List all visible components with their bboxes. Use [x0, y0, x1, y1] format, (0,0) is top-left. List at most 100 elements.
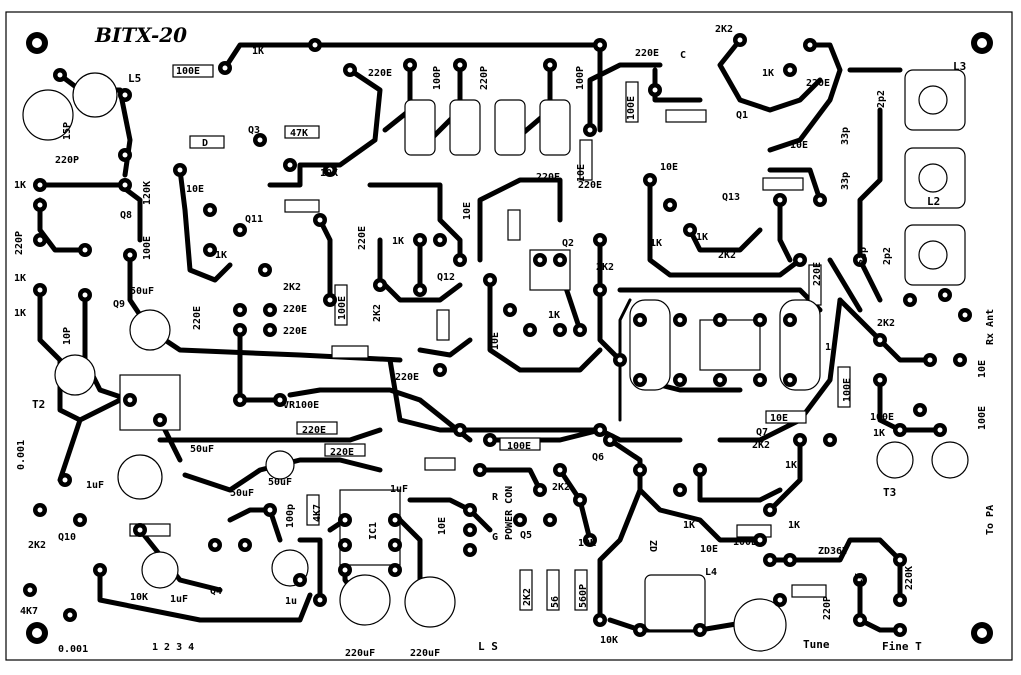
- pad-hole: [137, 527, 143, 533]
- pad-hole: [897, 597, 903, 603]
- pad-hole: [807, 42, 813, 48]
- label-q1: Q1: [736, 110, 748, 121]
- pad-hole: [597, 617, 603, 623]
- label-r10e-g: 10E: [790, 140, 808, 151]
- pad-hole: [757, 377, 763, 383]
- label-c50uf-c: 50uF: [230, 488, 254, 499]
- pad-hole: [477, 467, 483, 473]
- label-r2k2-e: 2K2: [552, 482, 570, 493]
- pad-hole: [122, 92, 128, 98]
- label-r220k: 220K: [904, 566, 915, 590]
- pad-hole: [777, 597, 783, 603]
- label-r220e-j: 220E: [812, 262, 823, 286]
- pad-hole: [957, 357, 963, 363]
- label-c220p-c: 220P: [14, 231, 25, 255]
- pad-hole: [777, 197, 783, 203]
- label-c2p2-b: 2p2: [882, 247, 893, 265]
- label-c-top: C: [680, 50, 686, 61]
- label-r100e-b: 100E: [142, 236, 153, 260]
- pad-hole: [917, 407, 923, 413]
- pad-hole: [537, 487, 543, 493]
- label-ic1: IC1: [368, 522, 379, 540]
- pad-hole: [312, 42, 318, 48]
- label-r4k7-b: 4K7: [312, 504, 323, 522]
- pad-hole: [417, 287, 423, 293]
- label-r100e-h: 100E: [977, 406, 988, 430]
- label-r10k-b: 10K: [130, 592, 148, 603]
- pad-hole: [637, 377, 643, 383]
- pad-hole: [342, 517, 348, 523]
- label-c1uf-a: 1uF: [86, 480, 104, 491]
- label-r2k2-top2: 2K2: [718, 250, 736, 261]
- pad-hole: [37, 287, 43, 293]
- pad-hole: [877, 377, 883, 383]
- pad-hole: [507, 307, 513, 313]
- pad-hole: [177, 167, 183, 173]
- label-q8: Q8: [120, 210, 132, 221]
- label-q9: Q9: [113, 299, 125, 310]
- pad-hole: [587, 127, 593, 133]
- pad-hole: [342, 567, 348, 573]
- pad-hole: [677, 487, 683, 493]
- label-r10e-a: 10E: [186, 184, 204, 195]
- label-r220e-h: 220E: [536, 172, 560, 183]
- label-d1: D: [202, 138, 208, 149]
- label-q12: Q12: [437, 272, 455, 283]
- pad-hole: [942, 292, 948, 298]
- label-c50uf-a: 50uF: [130, 286, 154, 297]
- label-tune: Tune: [803, 638, 830, 651]
- pad-hole: [267, 327, 273, 333]
- label-r220e-d: 220E: [192, 306, 203, 330]
- pad-hole: [437, 237, 443, 243]
- pad-hole: [377, 282, 383, 288]
- pad-hole: [677, 317, 683, 323]
- label-r2k2-b: 2K2: [28, 540, 46, 551]
- label-r1k-b: 1K: [14, 180, 26, 191]
- label-vr100e: VR100E: [283, 400, 319, 411]
- pad-hole: [297, 577, 303, 583]
- label-r1k-a: 1K: [252, 46, 264, 57]
- pad-hole: [962, 312, 968, 318]
- label-r220e-f: 220E: [330, 447, 354, 458]
- label-r1k-d: 1K: [14, 273, 26, 284]
- label-r10e-h: 10E: [660, 162, 678, 173]
- pad-hole: [222, 65, 228, 71]
- label-c220p-b: 220P: [55, 155, 79, 166]
- pad-hole: [342, 542, 348, 548]
- pad-hole: [827, 437, 833, 443]
- label-c100p-b: 100P: [575, 66, 586, 90]
- label-r100e-f: 100E: [626, 96, 637, 120]
- label-r10k-d: 10K: [600, 635, 618, 646]
- label-q6: Q6: [592, 452, 604, 463]
- label-r2k2-a: 2K2: [283, 282, 301, 293]
- pad-hole: [557, 327, 563, 333]
- label-c1u: 1u: [285, 596, 297, 607]
- pad-hole: [57, 72, 63, 78]
- pad-hole: [527, 327, 533, 333]
- label-r10e-d: 10E: [490, 332, 501, 350]
- label-r47k: 47K: [290, 128, 308, 139]
- pad-hole: [127, 252, 133, 258]
- pad-hole: [37, 237, 43, 243]
- pad-hole: [457, 62, 463, 68]
- pad-hole: [417, 237, 423, 243]
- pad-hole: [637, 627, 643, 633]
- pad-hole: [392, 567, 398, 573]
- label-r10e-j: 10E: [977, 360, 988, 378]
- label-r220e-a: 220E: [368, 68, 392, 79]
- label-t2: T2: [32, 398, 45, 411]
- label-r100e-e: 100E: [733, 537, 757, 548]
- pad-hole: [907, 297, 913, 303]
- pad-hole: [257, 137, 263, 143]
- pad-hole: [737, 37, 743, 43]
- pad-hole: [757, 317, 763, 323]
- label-r4k7-a: 4K7: [20, 606, 38, 617]
- pad-hole: [767, 557, 773, 563]
- label-c100p-a: 100P: [432, 66, 443, 90]
- pad-hole: [597, 427, 603, 433]
- pad-hole: [392, 517, 398, 523]
- pad-hole: [637, 317, 643, 323]
- pad-hole: [77, 517, 83, 523]
- pad-hole: [607, 437, 613, 443]
- label-q11: Q11: [245, 214, 263, 225]
